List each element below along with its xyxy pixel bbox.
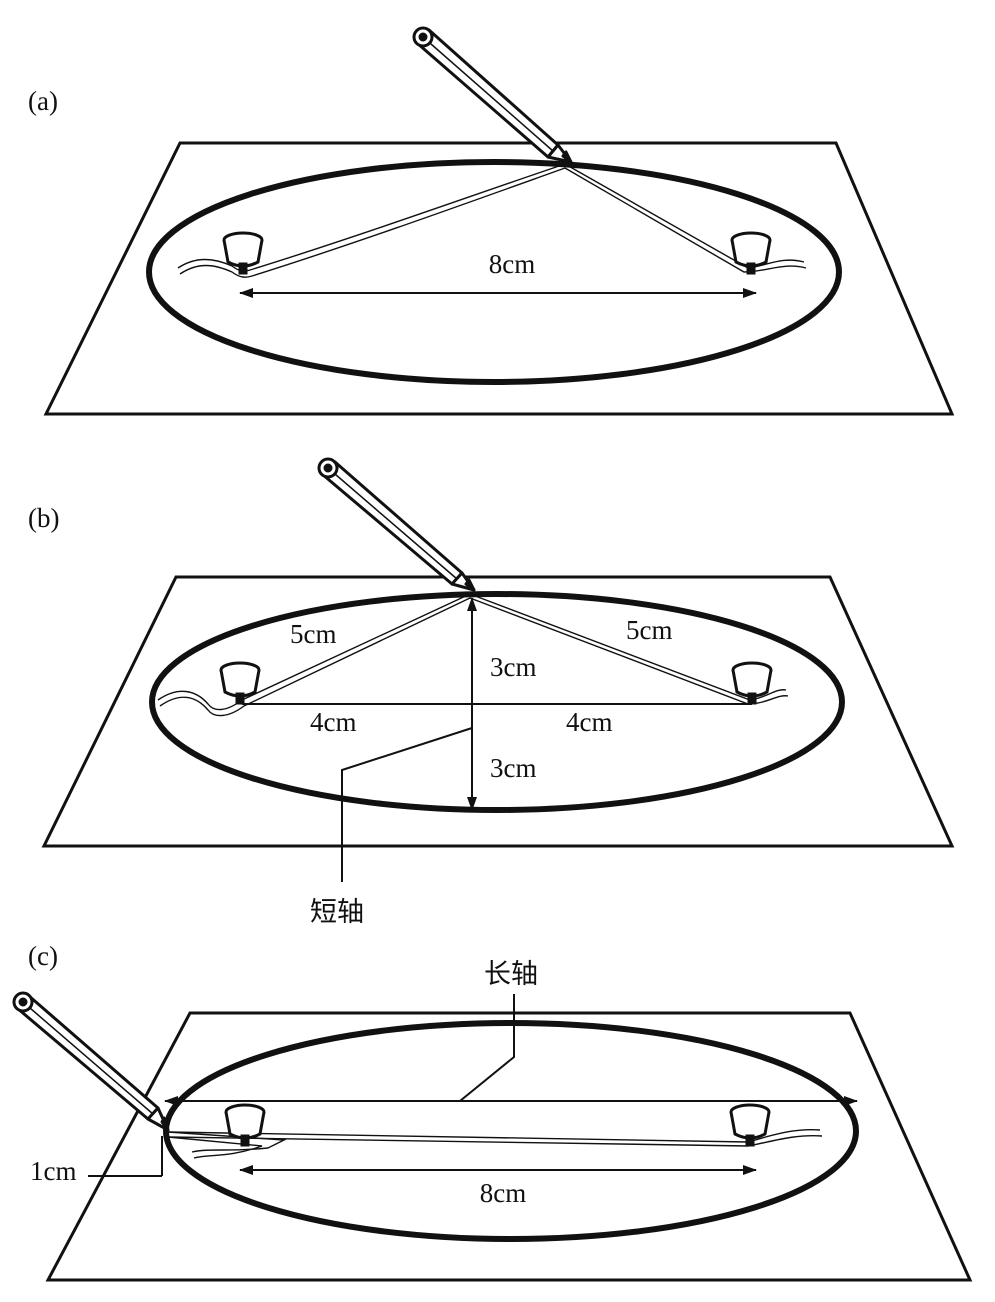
paper-sheet xyxy=(43,141,955,416)
pin-right xyxy=(729,1103,771,1147)
string-left-label: 5cm xyxy=(290,619,337,649)
panel-c: (c) xyxy=(12,941,973,1282)
minor-axis-label: 短轴 xyxy=(310,897,364,928)
panel-c-label: (c) xyxy=(28,941,58,971)
gap-label: 1cm xyxy=(30,1156,77,1186)
half-minor-lower-label: 3cm xyxy=(490,753,537,783)
focal-distance-label: 8cm xyxy=(480,1178,527,1208)
string-right-label: 5cm xyxy=(626,615,673,645)
pin-right xyxy=(730,231,772,275)
focal-distance-label: 8cm xyxy=(489,249,536,279)
half-minor-upper-label: 3cm xyxy=(490,652,537,682)
major-axis-leader xyxy=(459,994,515,1102)
ellipse-curve xyxy=(146,159,842,385)
pencil-icon xyxy=(412,26,573,164)
pin-left xyxy=(222,231,264,275)
pencil-icon xyxy=(317,457,476,592)
major-axis-label: 长轴 xyxy=(484,959,538,990)
panel-a: (a) 8cm xyxy=(28,26,955,416)
half-focal-left-label: 4cm xyxy=(310,707,357,737)
pencil-icon xyxy=(12,991,170,1132)
paper-sheet xyxy=(41,575,955,848)
panel-b: (b) xyxy=(28,457,955,928)
ellipse-curve xyxy=(149,591,845,813)
ellipse-curve xyxy=(163,1020,859,1242)
half-focal-right-label: 4cm xyxy=(566,707,613,737)
pin-left xyxy=(224,1103,266,1147)
minor-axis-leader xyxy=(341,727,473,882)
panel-b-label: (b) xyxy=(28,503,59,533)
panel-a-label: (a) xyxy=(28,86,58,116)
pin-left xyxy=(219,661,261,705)
pin-right xyxy=(731,661,773,705)
